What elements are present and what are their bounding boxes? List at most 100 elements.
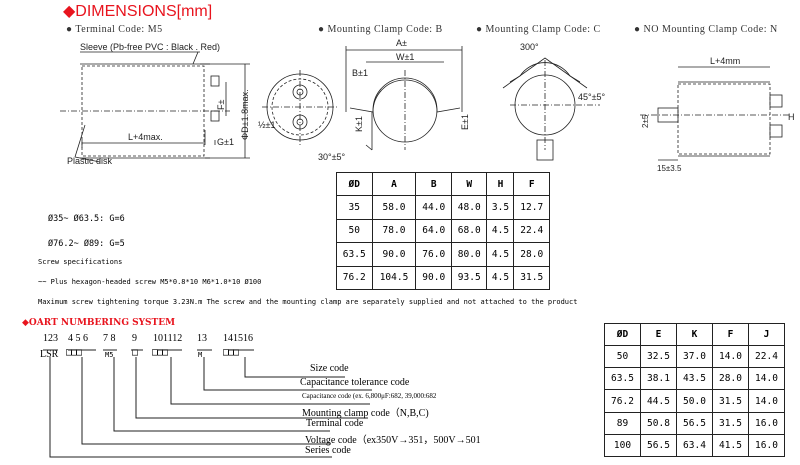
e-label: E±1 <box>460 114 470 130</box>
clamp-b-drawing <box>345 46 463 151</box>
code-clamp: □ <box>132 347 139 358</box>
cell: 64.0 <box>415 218 452 244</box>
table-header-row: ØD E K F J <box>604 322 785 347</box>
header-cell: A <box>371 171 417 197</box>
cell: 4.5 <box>486 218 515 244</box>
cell: 48.0 <box>450 195 488 220</box>
f-label: F± <box>216 100 226 110</box>
header-cell: F <box>513 171 550 197</box>
cell: 22.4 <box>513 218 550 244</box>
size-code-label: Size code <box>310 363 349 374</box>
a-label: A± <box>396 38 407 48</box>
position-label: 4 5 6 <box>68 333 88 344</box>
b-label: B±1 <box>352 68 368 78</box>
cell: 50 <box>604 345 641 369</box>
length-n-label: L+4mm <box>710 56 740 66</box>
cell: 3.5 <box>486 195 515 220</box>
cell: 78.0 <box>371 218 417 244</box>
k-label: K±1 <box>354 116 364 132</box>
code-capacitance: □□□ <box>152 347 168 358</box>
cell: 63.4 <box>676 433 713 458</box>
cell: 31.5 <box>513 265 550 291</box>
cell: 90.0 <box>415 265 452 291</box>
cell: 4.5 <box>486 265 515 291</box>
w-label: W±1 <box>396 52 414 62</box>
voltage-code-label: Voltage code（ex350V→351，500V→501 <box>305 435 481 446</box>
cell: 100 <box>604 433 641 458</box>
header-cell: J <box>748 322 785 347</box>
capacitor-side-view <box>60 51 250 163</box>
position-label: 7 8 <box>103 333 116 344</box>
tolerance-code-label: Capacitance tolerance code <box>300 377 410 388</box>
cell: 50.0 <box>676 389 713 413</box>
cell: 31.5 <box>712 411 749 435</box>
cell: 37.0 <box>676 345 713 369</box>
header-cell: E <box>640 322 677 347</box>
plastic-disk-label: Plastic disk <box>67 156 113 166</box>
position-label: 9 <box>132 333 137 344</box>
cell: 63.5 <box>604 367 641 391</box>
g-note-1: Ø35~ Ø63.5: G=6 <box>48 214 125 224</box>
code-voltage: □□□ <box>66 347 82 358</box>
cell: 44.0 <box>415 195 452 220</box>
header-cell: H <box>486 171 515 197</box>
capacitance-code-label: Capacitance code (ex. 6,800μF:682, 39,00… <box>302 392 437 400</box>
series-code-label: Series code <box>305 445 351 456</box>
cell: 80.0 <box>450 242 488 267</box>
angle-b-label: 30°±5° <box>318 152 346 162</box>
cell: 63.5 <box>336 242 373 267</box>
terminal-code-heading: ● Terminal Code: M5 <box>66 24 163 35</box>
h-label: H <box>788 112 795 122</box>
cell: 16.0 <box>748 411 785 435</box>
code-size: □□□ <box>223 347 239 358</box>
length-label: L+4max. <box>128 132 163 142</box>
cell: 32.5 <box>640 345 677 369</box>
header-cell: W <box>450 171 488 197</box>
header-cell: ØD <box>604 322 641 347</box>
clamp-n-heading: ● NO Mounting Clamp Code: N <box>634 24 778 35</box>
technical-drawings: Sleeve (Pb-free PVC : Black . Red) Plast… <box>60 38 795 173</box>
cell: 56.5 <box>676 411 713 435</box>
part-numbering-title: ◆OART NUMBERING SYSTEM <box>22 318 176 328</box>
dimensions-title: ◆DIMENSIONS[mm] <box>63 3 213 20</box>
capacitor-end-view <box>262 70 338 146</box>
angle-c-top-label: 300° <box>520 42 539 52</box>
cell: 14.0 <box>748 389 785 413</box>
sleeve-label: Sleeve (Pb-free PVC : Black . Red) <box>80 42 220 52</box>
cell: 93.5 <box>450 265 488 291</box>
table-header-row: ØD A B W H F <box>336 171 550 197</box>
cell: 56.5 <box>640 433 677 458</box>
cell: 22.4 <box>748 345 785 369</box>
clamp-b-heading: ● Mounting Clamp Code: B <box>318 24 443 35</box>
screw-spec: ~~ Plus hexagon-headed screw M5*0.8*10 M… <box>38 278 262 286</box>
cell: 12.7 <box>513 195 550 220</box>
n-side-label: 2±5 <box>641 114 650 128</box>
cell: 4.5 <box>486 242 515 267</box>
cell: 14.0 <box>712 345 749 369</box>
clamp-code-label: Mounting clamp code（N,B,C) <box>302 408 429 419</box>
header-cell: B <box>415 171 452 197</box>
cell: 43.5 <box>676 367 713 391</box>
g-label: G±1 <box>217 137 234 147</box>
diameter-label: ΦD±1.8max. <box>240 89 250 140</box>
cell: 14.0 <box>748 367 785 391</box>
cell: 38.1 <box>640 367 677 391</box>
cell: 28.0 <box>513 242 550 267</box>
clamp-c-heading: ● Mounting Clamp Code: C <box>476 24 601 35</box>
n-left-label: 15±3.5 <box>657 164 682 173</box>
cell: 41.5 <box>712 433 749 458</box>
cell: 35 <box>336 195 373 220</box>
torque-note: Maximum screw tightening torque 3.23N.m … <box>38 298 578 306</box>
cell: 68.0 <box>450 218 488 244</box>
cell: 44.5 <box>640 389 677 413</box>
cell: 76.2 <box>604 389 641 413</box>
